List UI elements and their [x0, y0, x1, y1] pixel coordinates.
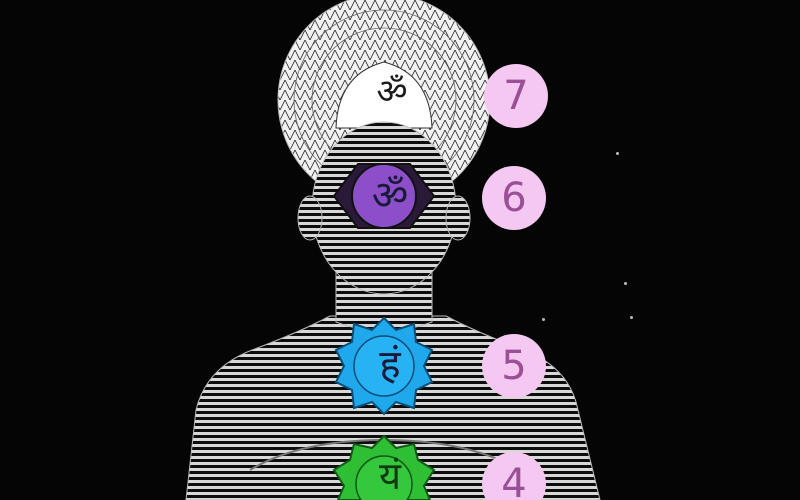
heart-chakra: [332, 434, 436, 500]
chakra-number-badge-5: 5: [482, 334, 546, 398]
throat-syllable: हं: [379, 342, 401, 388]
figure-ear-left: [297, 195, 323, 241]
heart-syllable: यं: [378, 454, 402, 498]
background-speck: [630, 316, 633, 319]
figure-ear-right: [445, 195, 471, 241]
chakra-number-badge-7: 7: [484, 64, 548, 128]
background-speck: [542, 318, 545, 321]
chakra-number-badge-6: 6: [482, 166, 546, 230]
third-eye-syllable: ॐ: [371, 173, 409, 219]
crown-syllable: ॐ: [376, 72, 408, 112]
background-speck: [624, 282, 627, 285]
third-eye-chakra: [332, 163, 436, 229]
chakra-number-badge-4: 4: [482, 452, 546, 500]
background-speck: [616, 152, 619, 155]
throat-chakra: [334, 316, 434, 416]
